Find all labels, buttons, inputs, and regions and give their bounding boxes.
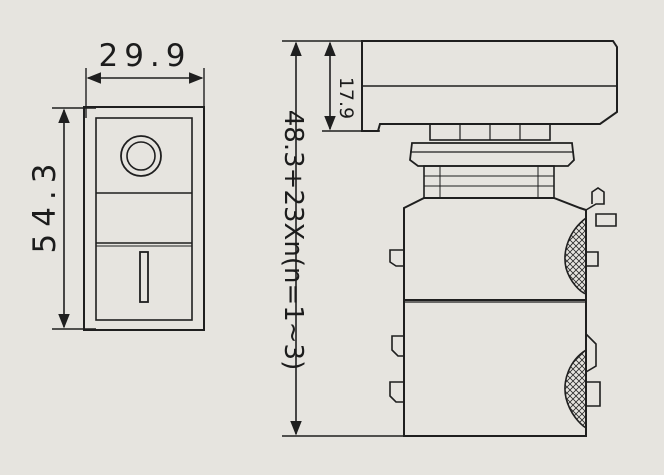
switch-head bbox=[361, 40, 618, 132]
left-clip-lower bbox=[389, 381, 404, 403]
right-clip-upper bbox=[586, 251, 599, 267]
mounting-ring bbox=[409, 142, 575, 167]
threaded-stem bbox=[423, 165, 555, 199]
total-length-dimension-label: 48.3+23Xn(n=1~3) bbox=[278, 110, 308, 370]
height-dimension-label: 54.3 bbox=[27, 156, 63, 253]
terminal-screw-upper bbox=[564, 216, 587, 296]
head-height-dimension-label: 17.9 bbox=[335, 77, 357, 119]
contact-block-upper bbox=[403, 197, 587, 301]
side-view: 48.3+23Xn(n=1~3) 17.9 bbox=[278, 40, 618, 437]
off-symbol-outer bbox=[120, 135, 162, 177]
left-clip-upper bbox=[389, 249, 404, 267]
front-view: 29.9 54.3 bbox=[27, 38, 205, 331]
terminal-screw-lower bbox=[564, 348, 587, 430]
contact-block-lower bbox=[403, 299, 587, 437]
on-symbol bbox=[139, 251, 149, 303]
terminal-tab bbox=[585, 187, 617, 227]
off-symbol-inner bbox=[126, 141, 156, 171]
switch-outer-frame bbox=[83, 106, 205, 331]
right-clip-lower bbox=[586, 381, 601, 407]
left-clip-mid bbox=[391, 335, 404, 357]
rocker-panel bbox=[95, 117, 193, 321]
right-clip-mid bbox=[585, 333, 597, 373]
width-dimension-label: 29.9 bbox=[98, 38, 191, 74]
